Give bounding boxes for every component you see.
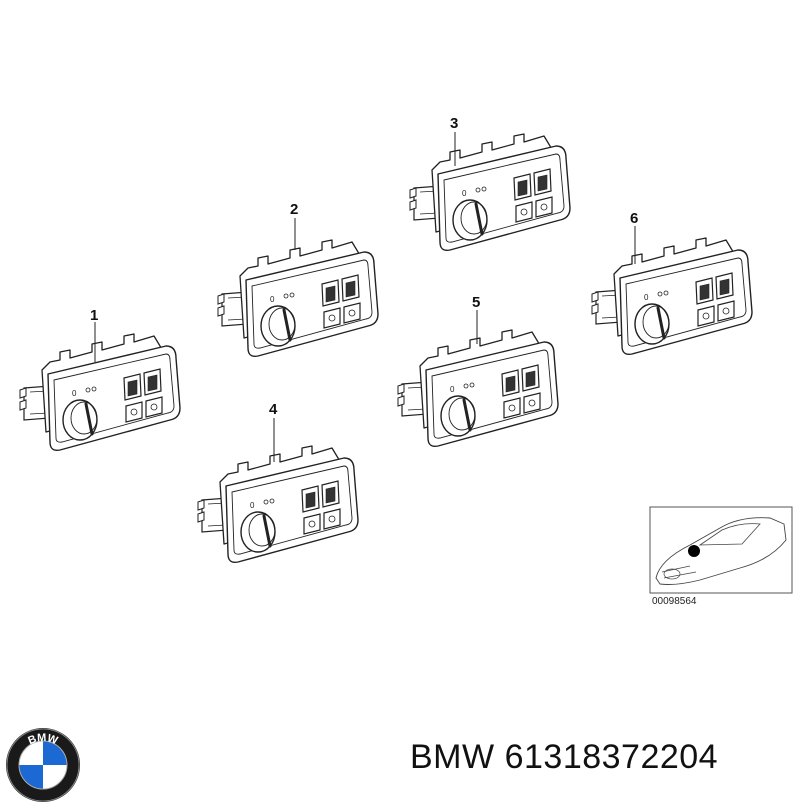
callout-3: 3 xyxy=(450,115,458,132)
light-switch-unit-5: 5 xyxy=(396,294,560,448)
callout-5: 5 xyxy=(472,294,480,311)
vehicle-location-inset: 00098564 xyxy=(649,506,793,607)
callout-1: 1 xyxy=(90,307,98,324)
brand-label: BMW xyxy=(410,738,495,776)
location-dot-icon xyxy=(688,545,700,557)
light-switch-unit-4: 4 xyxy=(196,401,360,564)
light-switch-unit-1: 1 xyxy=(18,307,182,452)
part-number: 61318372204 xyxy=(504,738,719,776)
light-switch-unit-2: 2 xyxy=(216,201,380,358)
light-switch-unit-3: 3 xyxy=(408,115,572,252)
callout-2: 2 xyxy=(290,201,298,218)
inset-code: 00098564 xyxy=(652,596,697,607)
callout-4: 4 xyxy=(269,401,278,418)
logo-letters: BMW xyxy=(26,732,59,747)
bmw-logo: BMW xyxy=(6,728,80,802)
light-switch-unit-6: 6 xyxy=(590,210,754,356)
callout-6: 6 xyxy=(630,210,638,227)
